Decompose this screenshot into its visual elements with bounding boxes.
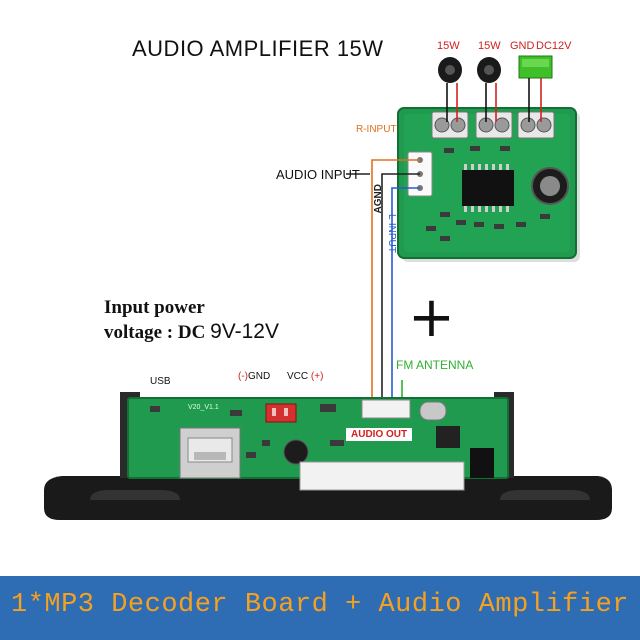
gnd-sign: (-) — [238, 371, 248, 382]
power-note-line1: Input power — [104, 297, 205, 318]
speaker-left-label: 15W — [437, 40, 460, 52]
decoder-board — [44, 392, 612, 520]
dc-label: DC12V — [536, 40, 572, 52]
power-note: Input power voltage : DC 9V-12V — [104, 296, 279, 345]
decoder-gnd-text: GND — [248, 371, 271, 382]
caption-text: 1*MP3 Decoder Board + Audio Amplifier — [11, 590, 629, 620]
page-title: AUDIO AMPLIFIER 15W — [132, 36, 384, 61]
vcc-sign: (+) — [310, 371, 324, 382]
gnd-label: GND — [510, 40, 535, 52]
plus-sign: + — [408, 285, 455, 350]
power-note-prefix: voltage : DC — [104, 322, 211, 343]
speaker-right-label: 15W — [478, 40, 501, 52]
speaker-right — [477, 57, 501, 83]
fm-antenna-label: FM ANTENNA — [396, 358, 474, 372]
audio-signal-wires — [346, 159, 420, 400]
decoder-vcc-label: VCC (+) — [287, 371, 323, 382]
decoder-vcc-text: VCC — [287, 371, 309, 382]
audio-input-label: AUDIO INPUT — [276, 167, 360, 182]
wiring-diagram — [44, 55, 612, 520]
l-input-label: L-INPUT — [386, 214, 397, 253]
speaker-left — [438, 57, 462, 83]
decoder-gnd-label: (-)GND — [238, 371, 270, 382]
dc-power-connector — [518, 55, 553, 79]
board-marking: V20_V1.1 — [188, 404, 219, 411]
caption-banner — [0, 576, 640, 640]
r-input-label: R-INPUT — [356, 124, 397, 135]
usb-label: USB — [150, 376, 171, 387]
amplifier-board — [397, 107, 577, 259]
power-note-voltage: 9V-12V — [210, 320, 279, 343]
agnd-label: AGND — [373, 184, 384, 214]
audio-out-label: AUDIO OUT — [346, 428, 413, 441]
power-note-line2: voltage : DC 9V-12V — [104, 320, 279, 345]
